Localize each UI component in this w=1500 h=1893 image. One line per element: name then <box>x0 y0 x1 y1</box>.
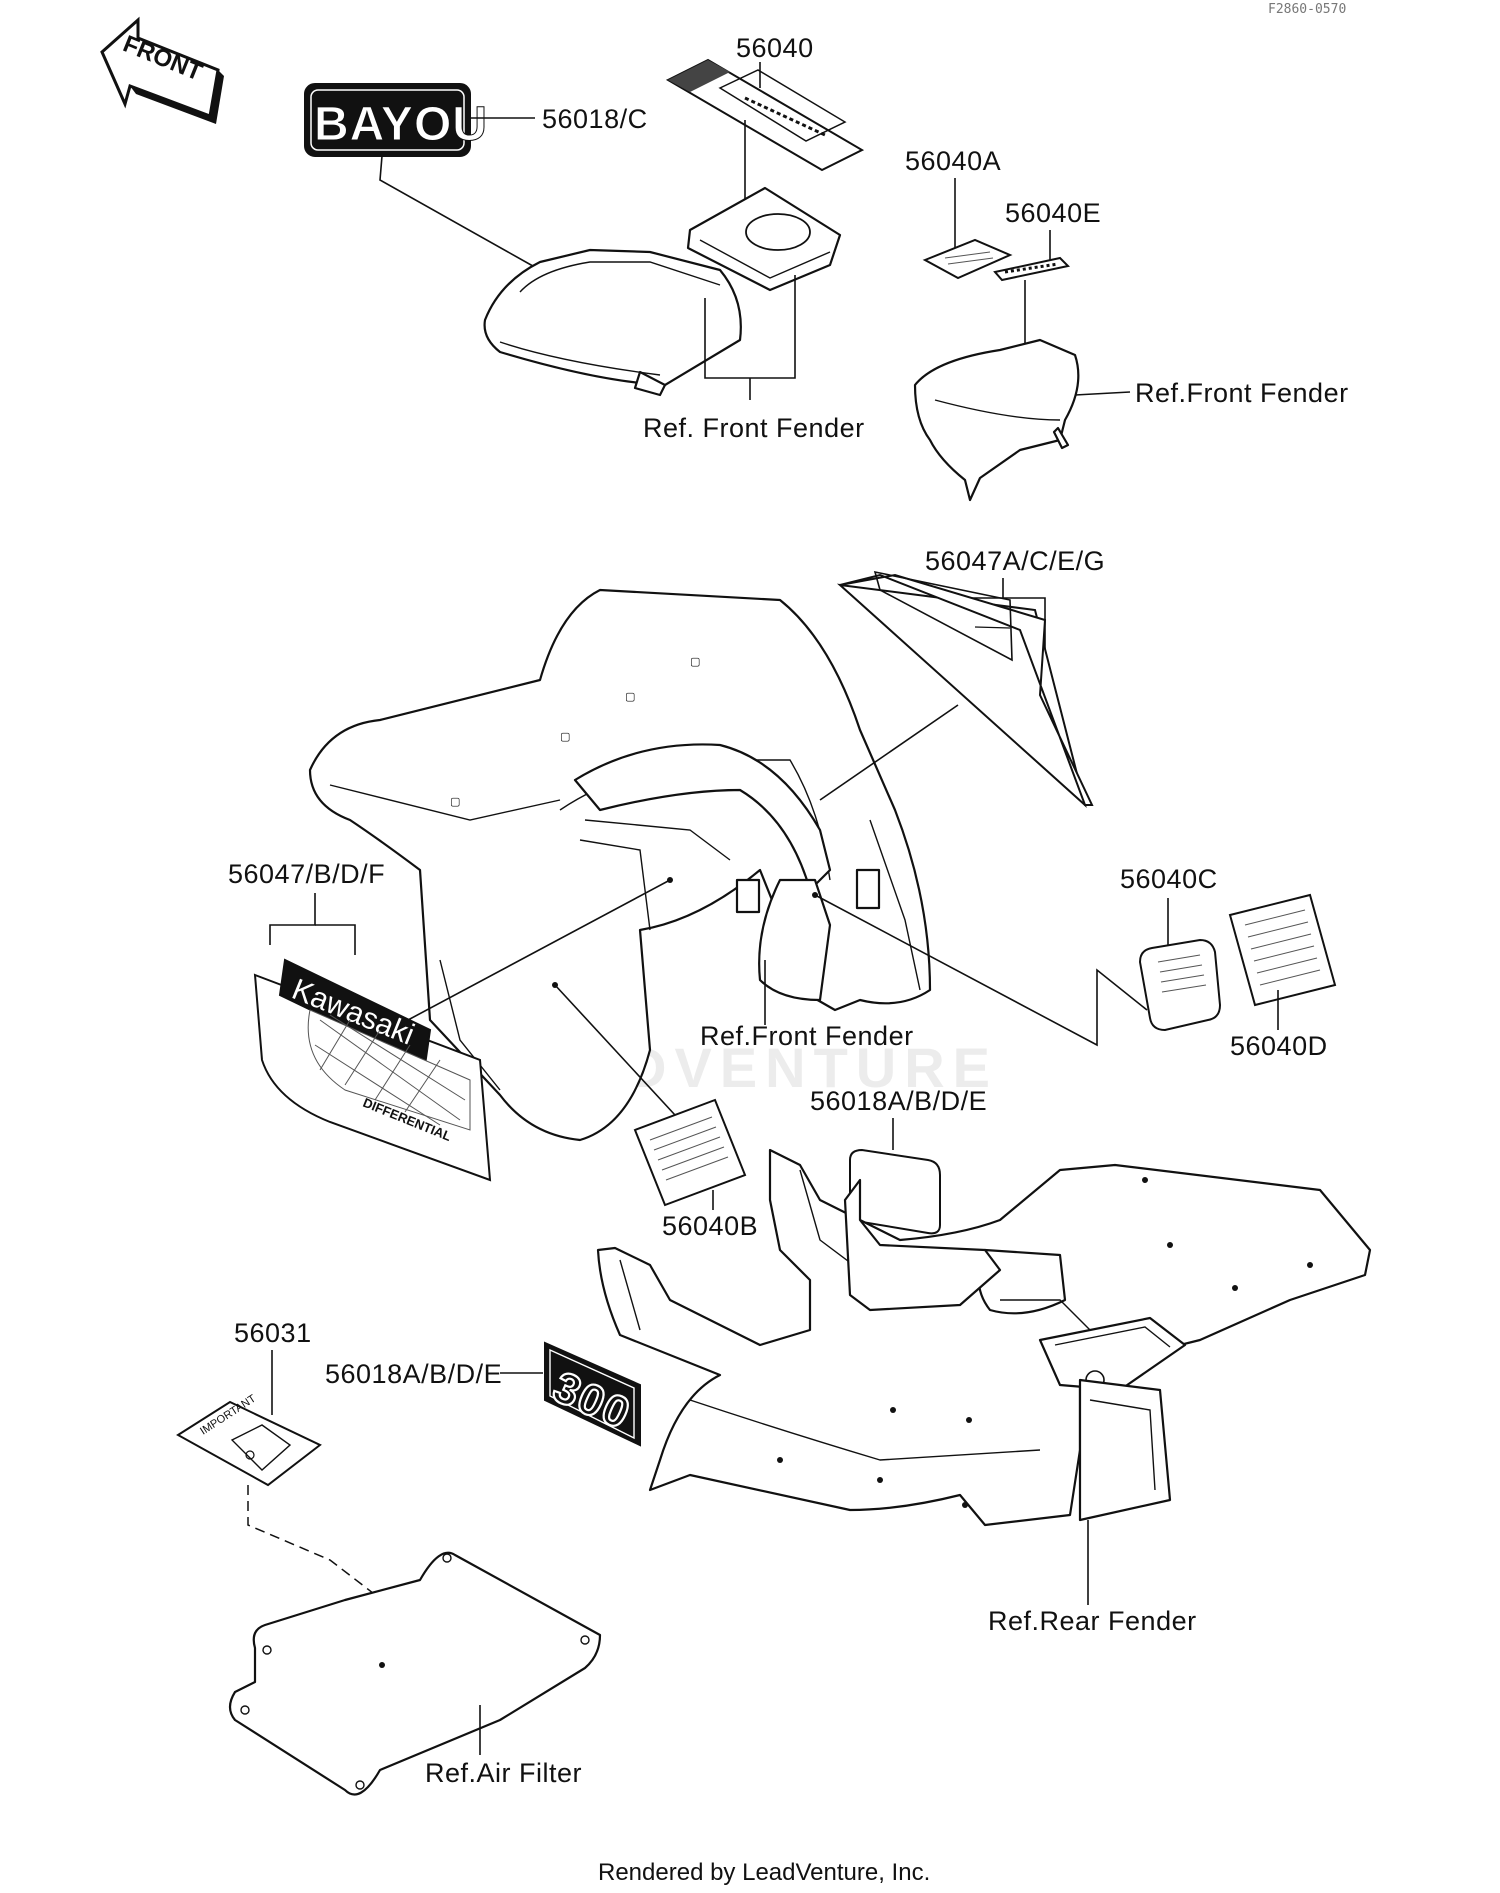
drawing-code: F2860-0570 <box>1268 2 1346 17</box>
part-56040c-decal <box>1138 938 1222 1032</box>
label-56047a-c-e-g: 56047A/C/E/G <box>925 546 1105 576</box>
bayou-decal: BAYOU <box>304 83 488 157</box>
part-56031-decal: IMPORTANT <box>176 1393 322 1487</box>
svg-text:▢: ▢ <box>450 795 460 808</box>
front-arrow-icon: FRONT <box>100 16 224 124</box>
svg-text:▢: ▢ <box>690 655 700 668</box>
part-56040b-decal <box>633 1098 747 1207</box>
label-ref-air-filter: Ref.Air Filter <box>425 1758 582 1788</box>
label-ref-front-fender-2: Ref.Front Fender <box>1135 378 1349 408</box>
svg-text:▢: ▢ <box>625 690 635 703</box>
part-56040e-decal <box>993 256 1071 282</box>
part-56047-b-d-f-decal: Kawasaki DIFFERENTIAL <box>253 958 492 1182</box>
label-56040d: 56040D <box>1230 1031 1328 1061</box>
label-56040e: 56040E <box>1005 198 1101 228</box>
part-56040a-decal <box>922 238 1013 280</box>
svg-text:▢: ▢ <box>560 730 570 743</box>
front-top-panel <box>483 248 742 397</box>
front-tray <box>686 186 842 292</box>
rear-fender <box>596 1148 1372 1527</box>
part-56040-decal <box>665 58 865 172</box>
part-56040d-decal <box>1228 893 1337 1007</box>
label-56040: 56040 <box>736 33 814 63</box>
label-56031: 56031 <box>234 1318 312 1348</box>
label-56018a-b-d-e-2: 56018A/B/D/E <box>325 1359 502 1389</box>
label-56018-c: 56018/C <box>542 104 648 134</box>
part-56047a-c-e-g-decal <box>836 570 1094 808</box>
label-56040b: 56040B <box>662 1211 758 1241</box>
bayou-decal-text: BAYOU <box>314 98 488 151</box>
label-56047-b-d-f: 56047/B/D/F <box>228 859 385 889</box>
label-56040c: 56040C <box>1120 864 1218 894</box>
front-fender-cover <box>913 338 1080 502</box>
label-ref-front-fender-3: Ref.Front Fender <box>700 1021 914 1051</box>
label-56040a: 56040A <box>905 146 1001 176</box>
front-fender-main: ▢ ▢ ▢ ▢ <box>308 588 932 1142</box>
footer-credit: Rendered by LeadVenture, Inc. <box>598 1859 930 1886</box>
label-ref-front-fender-1: Ref. Front Fender <box>643 413 865 443</box>
air-filter-cover <box>228 1551 602 1796</box>
label-56018a-b-d-e-1: 56018A/B/D/E <box>810 1086 987 1116</box>
label-ref-rear-fender: Ref.Rear Fender <box>988 1606 1197 1636</box>
part-300-badge-decal: 300 <box>544 1341 641 1447</box>
